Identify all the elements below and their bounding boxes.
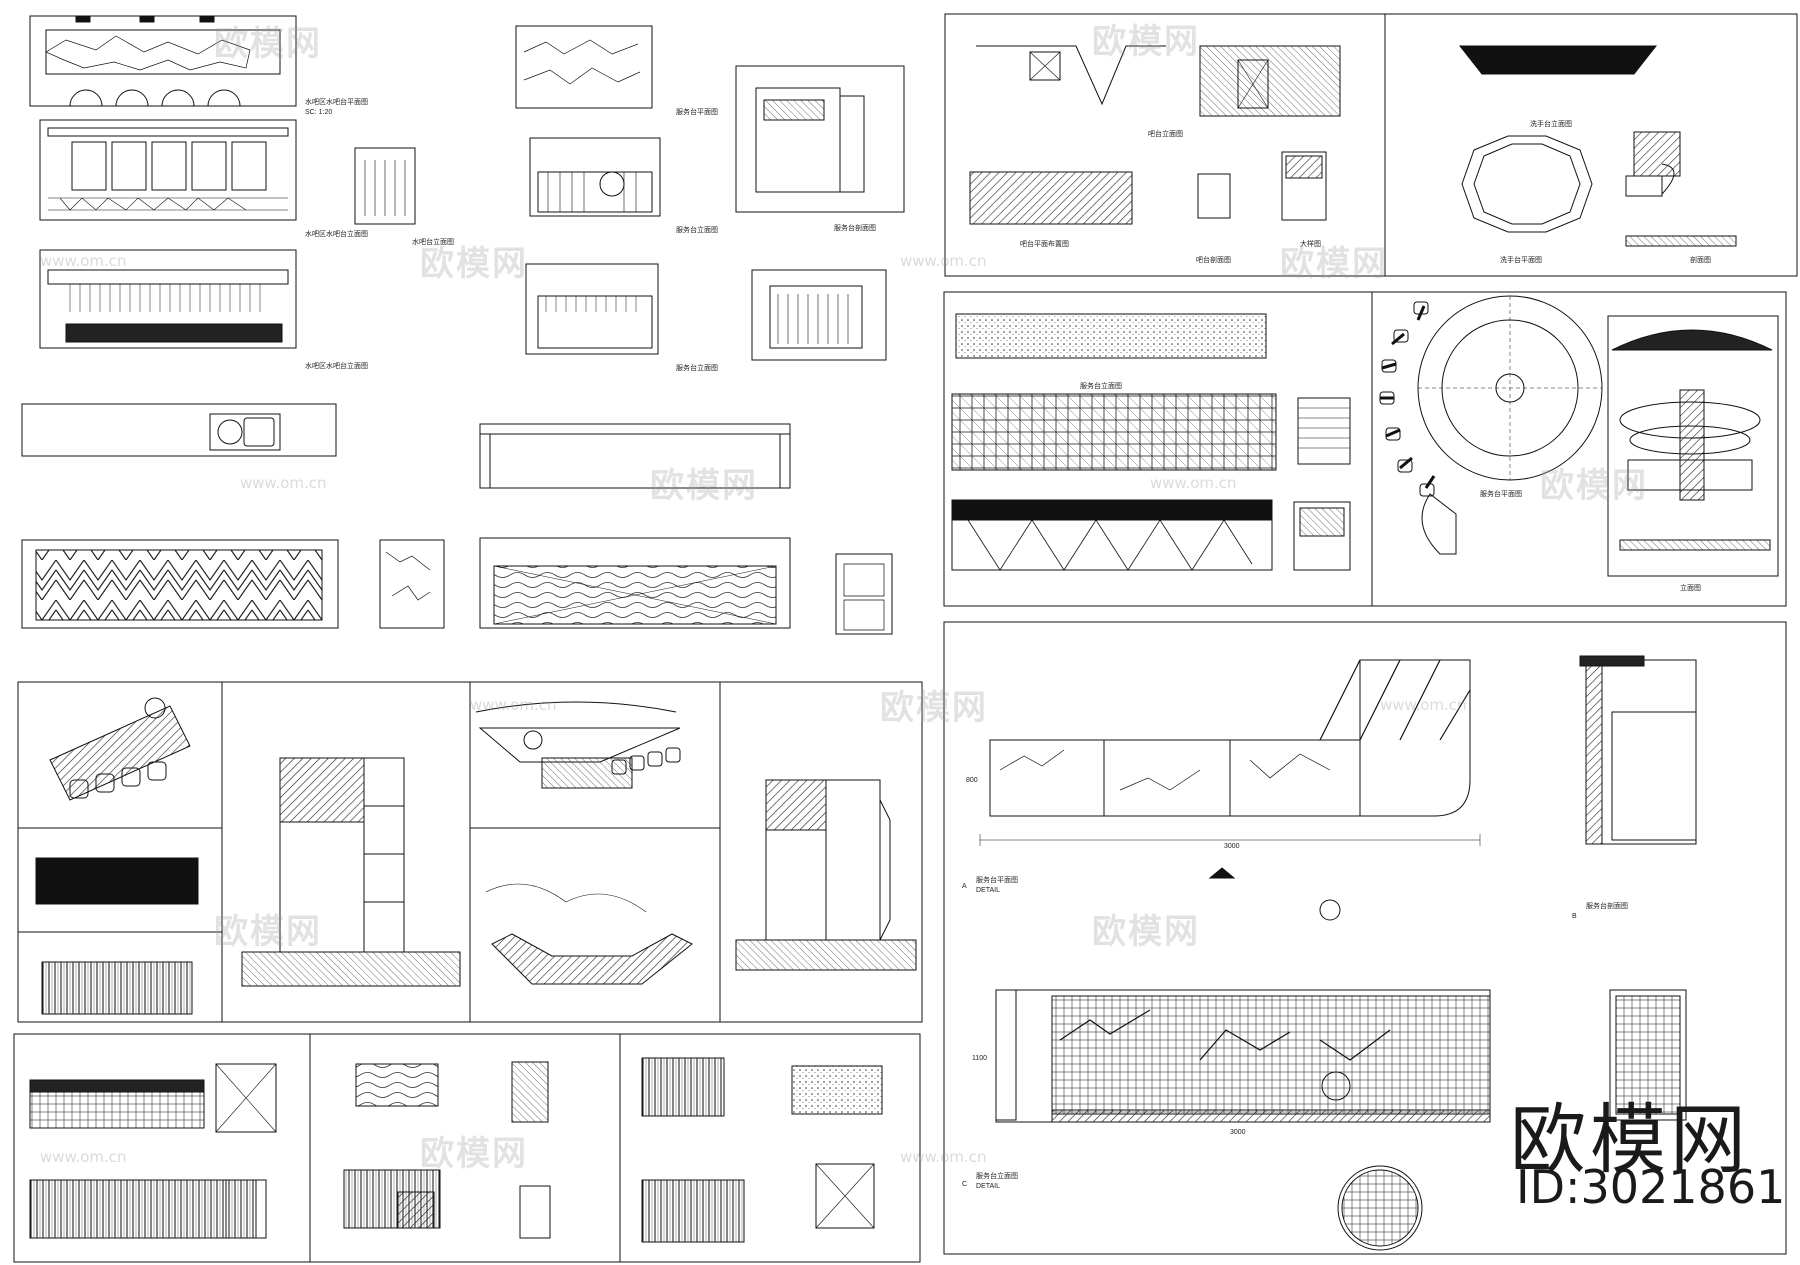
bar-plan-label: 吧台平面布置图 [1020,239,1069,248]
water-bar-elev-label: 水吧区水吧台立面图 [305,229,368,238]
detail-b-title: 服务台剖面图 [1586,901,1628,910]
service-elev2-label: 服务台立面图 [676,363,718,372]
dim-a-seg: 800 [966,777,978,784]
long-counter-elevations [479,423,893,635]
wash-section-label: 剖面图 [1690,255,1711,264]
brand-id: ID:3021861 [1516,1160,1786,1214]
detail-c-mark: C [962,1181,967,1188]
bar-elev-label: 吧台立面图 [1148,129,1183,138]
detail-panel [943,621,1787,1255]
water-bar-side-label: 水吧台立面图 [412,237,454,246]
sink-counter-plan [21,403,445,629]
detail-b-mark: B [1572,913,1577,920]
reception-elev-label: 服务台立面图 [1080,381,1122,390]
dim-a-total: 3000 [1224,843,1240,850]
service-section-label: 服务台剖面图 [834,223,876,232]
service-plan-label: 服务台平面图 [676,107,718,116]
reception-panel [943,291,1787,607]
bar-detail-label: 大样图 [1300,239,1321,248]
service-elev-label: 服务台立面图 [676,225,718,234]
water-bar-plan-label: 水吧区水吧台平面图 [305,97,368,106]
detail-a-sub: DETAIL [976,887,1000,894]
service-counter-drawings [515,25,905,361]
wash-elev-label: 洗手台立面图 [1530,119,1572,128]
detail-c-title: 服务台立面图 [976,1171,1018,1180]
brand-logo-text: 欧模网 [1510,1095,1750,1184]
dim-c-total: 3000 [1230,1129,1246,1136]
water-bar-plan [29,15,416,349]
dim-c-h: 1100 [972,1055,987,1062]
round-plan-label: 服务台平面图 [1480,489,1522,498]
bar-panel [944,13,1798,277]
bar-detail-panel [17,681,923,1023]
detail-c-sub: DETAIL [976,1183,1000,1190]
bar-section-label: 吧台剖面图 [1196,255,1231,264]
scale-label-1: SC: 1:20 [305,109,332,116]
round-elev-label: 立面图 [1680,583,1701,592]
counter-elevations-row [13,1033,921,1263]
detail-a-title: 服务台平面图 [976,875,1018,884]
wash-plan-label: 洗手台平面图 [1500,255,1542,264]
water-bar-elev2-label: 水吧区水吧台立面图 [305,361,368,370]
detail-a-mark: A [962,883,967,890]
